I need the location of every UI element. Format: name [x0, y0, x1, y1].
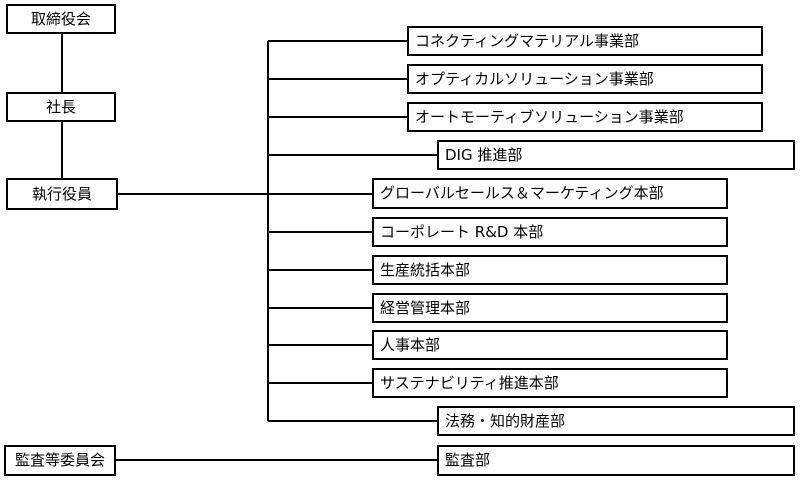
- department-box-4: グローバルセールス＆マーケティング本部: [372, 178, 728, 209]
- president-box: 社長: [6, 92, 116, 122]
- executive-officers-box: 執行役員: [6, 178, 118, 210]
- department-box-9: サステナビリティ推進本部: [372, 368, 728, 398]
- department-label: 生産統括本部: [380, 260, 471, 279]
- audit-committee-box: 監査等委員会: [4, 445, 116, 476]
- department-box-0: コネクティングマテリアル事業部: [407, 26, 763, 56]
- department-box-5: コーポレート R&D 本部: [372, 217, 728, 247]
- department-label: 法務・知的財産部: [445, 411, 566, 430]
- audit-department-label: 監査部: [445, 451, 491, 469]
- department-box-1: オプティカルソリューション事業部: [407, 64, 763, 94]
- department-label: オートモーティブソリューション事業部: [415, 107, 684, 126]
- department-box-10: 法務・知的財産部: [437, 406, 795, 436]
- department-label: オプティカルソリューション事業部: [415, 69, 654, 88]
- department-label: グローバルセールス＆マーケティング本部: [380, 184, 664, 202]
- department-box-8: 人事本部: [372, 330, 728, 360]
- department-box-3: DIG 推進部: [437, 140, 795, 170]
- department-label: コネクティングマテリアル事業部: [415, 31, 639, 50]
- department-label: 人事本部: [380, 335, 441, 354]
- department-label: 経営管理本部: [380, 298, 471, 317]
- department-label: サステナビリティ推進本部: [380, 373, 559, 392]
- audit-department-box: 監査部: [437, 445, 795, 476]
- department-box-7: 経営管理本部: [372, 293, 728, 323]
- department-label: コーポレート R&D 本部: [380, 222, 544, 241]
- board-box: 取締役会: [6, 4, 116, 34]
- department-box-2: オートモーティブソリューション事業部: [407, 102, 763, 132]
- board-label: 取締役会: [30, 9, 91, 28]
- president-label: 社長: [45, 97, 76, 116]
- department-label: DIG 推進部: [445, 145, 523, 164]
- department-box-6: 生産統括本部: [372, 255, 728, 285]
- executive-officers-label: 執行役員: [31, 184, 92, 203]
- audit-committee-label: 監査等委員会: [14, 451, 105, 469]
